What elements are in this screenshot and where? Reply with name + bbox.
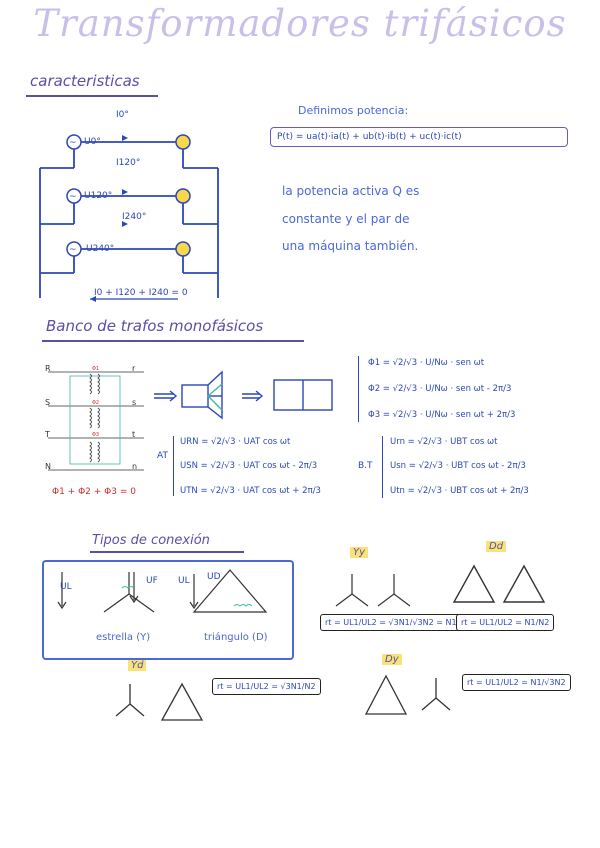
underline	[26, 95, 158, 97]
brace	[173, 436, 174, 496]
flux-equation: Φ3 = √2/√3 · U/Nω · sen ωt + 2π/3	[368, 410, 515, 420]
type-tag-dd: Dd	[486, 541, 506, 552]
star-label: estrella (Y)	[96, 632, 150, 643]
dd-ratio: rt = UL1/UL2 = N1/N2	[456, 614, 554, 631]
at-equation: USN = √2/√3 · UAT cos ωt - 2π/3	[180, 461, 317, 471]
bt-label: B.T	[358, 461, 373, 471]
at-label: AT	[157, 451, 168, 461]
bt-equation: Urn = √2/√3 · UBT cos ωt	[390, 437, 498, 447]
power-note-line: una máquina también.	[282, 239, 418, 253]
current-label: I120°	[116, 158, 140, 168]
ul-label: UL	[60, 582, 72, 592]
terminal-label: r	[132, 364, 135, 373]
flux-equation: Φ1 = √2/√3 · U/Nω · sen ωt	[368, 358, 484, 368]
terminal-label: T	[45, 430, 50, 439]
yd-diagram	[110, 676, 210, 724]
three-phase-circuit: ~ ~ ~	[38, 108, 228, 308]
ul-label: UL	[178, 576, 190, 586]
dd-diagram	[450, 560, 550, 610]
svg-text:Φ2: Φ2	[92, 400, 99, 406]
flux-equation: Φ2 = √2/√3 · U/Nω · sen ωt - 2π/3	[368, 384, 511, 394]
yy-ratio: rt = UL1/UL2 = √3N1/√3N2 = N1/N2	[320, 614, 475, 631]
terminal-label: s	[132, 398, 136, 407]
underline	[42, 340, 304, 342]
brace	[358, 356, 361, 422]
yy-diagram	[324, 566, 424, 614]
type-tag-yd: Yd	[128, 660, 146, 671]
dy-ratio: rt = UL1/UL2 = N1/√3N2	[462, 674, 571, 691]
type-tag-dy: Dy	[382, 654, 402, 665]
source-label: U240°	[86, 244, 114, 254]
current-sum: I0 + I120 + I240 = 0	[94, 288, 188, 298]
yd-ratio: rt = UL1/UL2 = √3N1/N2	[212, 678, 321, 695]
delta-label: triángulo (D)	[204, 632, 268, 643]
terminal-label: n	[132, 462, 137, 471]
svg-text:~: ~	[69, 192, 77, 202]
power-note-line: la potencia activa Q es	[282, 184, 419, 198]
bt-equation: Usn = √2/√3 · UBT cos ωt - 2π/3	[390, 461, 526, 471]
ud-label: UD	[207, 572, 221, 582]
svg-text:~: ~	[69, 245, 77, 255]
core-evolution	[150, 368, 340, 424]
terminal-label: t	[132, 430, 135, 439]
source-label: U0°	[84, 137, 101, 147]
section-tipos: Tipos de conexión	[92, 533, 210, 548]
power-note-line: constante y el par de	[282, 212, 410, 226]
current-label: I240°	[122, 212, 146, 222]
terminal-label: R	[45, 364, 51, 373]
underline	[90, 551, 244, 553]
uf-label: UF	[146, 576, 158, 586]
section-caracteristicas: caracteristicas	[30, 72, 140, 90]
terminal-label: N	[45, 462, 51, 471]
brace	[382, 436, 383, 498]
svg-text:Φ3: Φ3	[92, 432, 99, 438]
svg-text:Φ1: Φ1	[92, 366, 99, 372]
dy-diagram	[362, 668, 462, 722]
power-heading: Definimos potencia:	[298, 104, 408, 117]
svg-text:~: ~	[69, 138, 77, 148]
source-label: U120°	[84, 191, 112, 201]
terminal-label: S	[45, 398, 50, 407]
at-equation: UTN = √2/√3 · UAT cos ωt + 2π/3	[180, 486, 321, 496]
type-tag-yy: Yy	[350, 547, 368, 558]
bt-equation: Utn = √2/√3 · UBT cos ωt + 2π/3	[390, 486, 529, 496]
current-label: I0°	[116, 110, 129, 120]
at-equation: URN = √2/√3 · UAT cos ωt	[180, 437, 290, 447]
section-banco: Banco de trafos monofásicos	[46, 317, 263, 335]
page-title: Transformadores trifásicos	[0, 2, 600, 45]
power-formula: P(t) = ua(t)·ia(t) + ub(t)·ib(t) + uc(t)…	[270, 127, 568, 147]
flux-sum: Φ1 + Φ2 + Φ3 = 0	[52, 487, 136, 497]
